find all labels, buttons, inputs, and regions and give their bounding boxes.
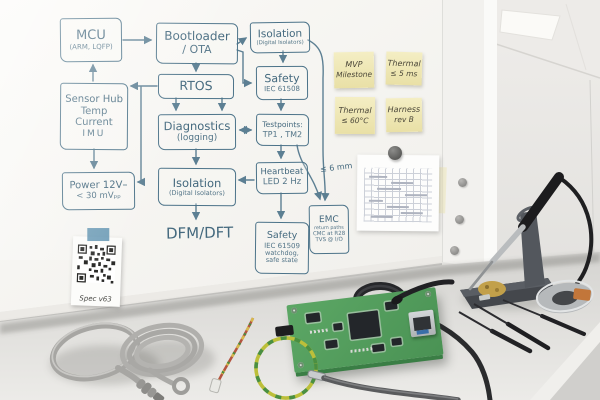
coiled-cable [119,322,205,378]
probe-tool [502,299,586,336]
desk-front-edge-highlight [530,322,600,400]
soldering-iron-tip [468,260,494,291]
coiled-cable-tail [147,367,175,386]
cable-strain-relief [136,379,165,400]
cabinet-panel [442,0,484,268]
coiled-cable [134,334,191,369]
cable-plug [391,295,403,305]
soldering-iron-cord [558,176,594,299]
black-cable-top [393,279,455,302]
tweezers [458,311,533,354]
ground-wire-stripe [254,336,318,400]
cabinet-knob [455,215,464,224]
wall-corner-line [589,79,595,261]
brass-sponge [478,281,506,297]
sponge-detail [495,288,499,292]
desk-back-shadow [0,253,600,334]
ceiling-light-panel [499,9,561,41]
wire-crimp-connector [209,378,222,394]
striped-wire-bands-green [217,317,255,381]
tweezers [473,303,551,351]
coiled-cable [127,328,198,374]
cabinet-knob [458,178,467,187]
sponge-detail [485,285,489,289]
gray-cable-run [321,375,461,400]
ceiling-grid-line [565,3,587,71]
gray-cable-highlight [323,376,459,400]
ceiling-wall-edge [495,43,600,79]
cabinet-edge [484,0,497,270]
soldering-iron-barrel [489,224,526,265]
solder-wick-ring [535,279,594,314]
desk-front-face [550,342,600,400]
soldering-iron-handle [518,172,564,232]
cable-eyelet [172,377,190,395]
cabinet-knob [450,246,459,255]
small-metal-part [478,294,491,301]
